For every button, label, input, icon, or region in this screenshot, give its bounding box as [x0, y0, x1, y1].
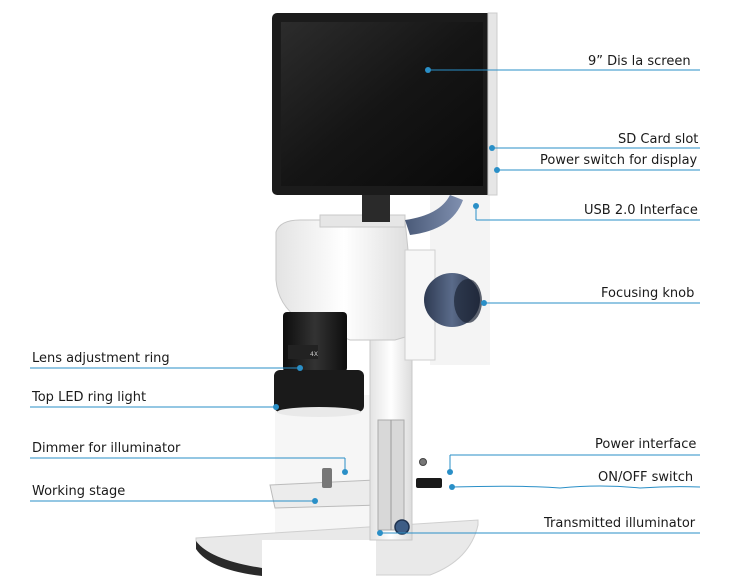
display-screen	[281, 22, 483, 186]
label-on-off-switch: ON/OFF switch	[598, 470, 694, 485]
base-mask-left	[262, 540, 376, 588]
led-ring-glow	[277, 407, 361, 417]
label-power-interface: Power interface	[595, 437, 697, 452]
focusing-knob-face	[454, 279, 482, 323]
label-usb-interface: USB 2.0 Interface	[584, 203, 698, 218]
lens-adjustment-ring[interactable]	[283, 312, 347, 372]
leader-dots	[273, 67, 500, 536]
label-focusing-knob: Focusing knob	[601, 286, 695, 301]
label-lens-adjustment-ring: Lens adjustment ring	[32, 351, 170, 366]
label-display-screen: 9” Dis la screen	[588, 54, 691, 69]
label-top-led-ring-light: Top LED ring light	[32, 390, 147, 405]
display-hinge	[362, 190, 390, 222]
lens-marking-plate	[288, 345, 318, 359]
label-power-switch-display: Power switch for display	[540, 153, 698, 168]
lens-marking: 4X	[310, 351, 318, 358]
label-working-stage: Working stage	[32, 484, 126, 499]
microscope-head	[275, 219, 413, 341]
display-arm	[405, 195, 463, 235]
on-off-switch-body	[416, 478, 442, 488]
label-dimmer: Dimmer for illuminator	[32, 441, 181, 456]
power-interface-port	[419, 458, 427, 466]
display-side-edge	[487, 12, 498, 196]
top-led-ring-light	[274, 370, 364, 412]
label-transmitted-illuminator: Transmitted illuminator	[544, 516, 696, 531]
label-sd-card-slot: SD Card slot	[618, 132, 699, 147]
transmitted-illuminator-knob	[394, 519, 410, 535]
stage-clip-left	[322, 468, 332, 488]
leader-lines	[30, 69, 701, 534]
base-plate-edge	[196, 541, 262, 576]
